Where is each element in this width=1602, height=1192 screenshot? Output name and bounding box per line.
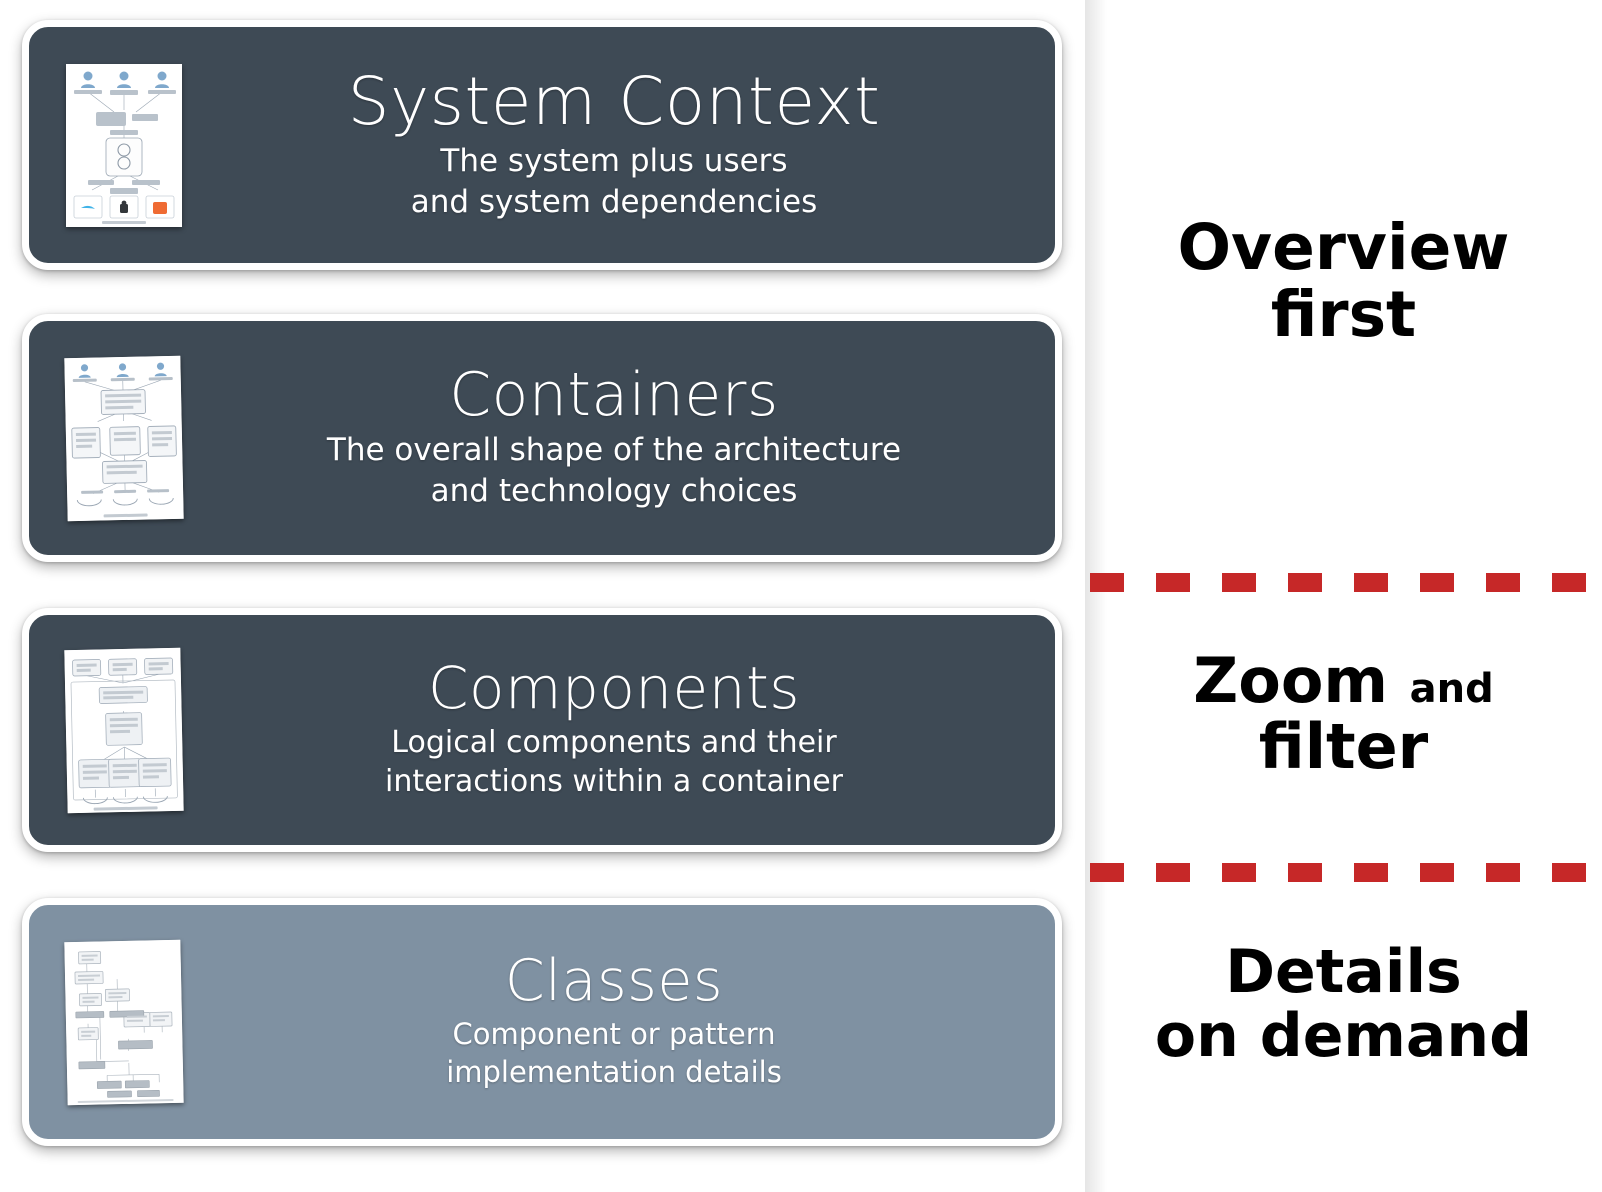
card-text-block: System Context The system plus users and… xyxy=(219,68,1055,222)
system-context-diagram-thumbnail xyxy=(66,63,182,227)
annotation-details-on-demand: Details on demand xyxy=(1085,937,1602,1072)
level-card-system-context[interactable]: System Context The system plus users and… xyxy=(22,20,1062,270)
level-card-classes[interactable]: Classes Component or pattern implementat… xyxy=(22,898,1062,1146)
card-description: Logical components and their interaction… xyxy=(219,723,1009,801)
thumbnail-slot xyxy=(29,939,219,1105)
annotation-overview-line-1: Overview xyxy=(1177,211,1510,284)
thumbnail-slot xyxy=(29,355,219,521)
card-description-line-2: and technology choices xyxy=(430,472,798,509)
thumbnail-slot xyxy=(29,63,219,227)
card-title: Containers xyxy=(449,360,779,431)
containers-diagram-thumbnail xyxy=(64,355,184,521)
card-description-line-2: implementation details xyxy=(446,1055,782,1090)
card-title: Components xyxy=(428,654,800,723)
annotation-zoom-word-and: and xyxy=(1409,666,1494,712)
card-description-line-1: Component or pattern xyxy=(452,1017,776,1052)
c4-level-card-stack: System Context The system plus users and… xyxy=(22,20,1062,1146)
card-text-block: Containers The overall shape of the arch… xyxy=(219,360,1055,511)
card-description-line-1: The system plus users xyxy=(440,143,788,180)
card-description: The system plus users and system depende… xyxy=(219,141,1009,222)
card-description-line-1: The overall shape of the architecture xyxy=(326,432,902,469)
red-dashed-separator-lower xyxy=(1090,863,1602,882)
card-title: System Context xyxy=(347,63,881,141)
annotation-zoom-line-1: Zoom and xyxy=(1085,647,1602,714)
card-title: Classes xyxy=(504,948,724,1015)
annotation-zoom-word-zoom: Zoom xyxy=(1193,644,1389,717)
card-description: Component or pattern implementation deta… xyxy=(219,1016,1009,1091)
annotation-overview-first: Overview first xyxy=(1085,214,1602,349)
card-text-block: Classes Component or pattern implementat… xyxy=(219,952,1055,1092)
annotation-overview-line-2: first xyxy=(1270,278,1417,352)
card-description: The overall shape of the architecture an… xyxy=(219,430,1009,511)
red-dashed-separator-upper xyxy=(1090,573,1602,592)
card-description-line-1: Logical components and their xyxy=(391,724,837,760)
card-description-line-2: and system dependencies xyxy=(410,183,818,220)
annotation-zoom-and-filter: Zoom and filter xyxy=(1085,647,1602,784)
components-diagram-thumbnail xyxy=(64,647,184,813)
level-card-components[interactable]: Components Logical components and their … xyxy=(22,608,1062,852)
class-diagram-thumbnail xyxy=(64,939,184,1105)
annotation-zoom-line-2: filter xyxy=(1258,710,1429,784)
annotation-details-line-1: Details xyxy=(1225,937,1462,1007)
annotation-details-line-2: on demand xyxy=(1154,1001,1533,1072)
level-card-containers[interactable]: Containers The overall shape of the arch… xyxy=(22,314,1062,562)
annotation-column: Overview first Zoom and filter Details o… xyxy=(1085,0,1602,1192)
card-description-line-2: interactions within a container xyxy=(384,763,843,799)
thumbnail-slot xyxy=(29,647,219,813)
card-text-block: Components Logical components and their … xyxy=(219,659,1055,800)
